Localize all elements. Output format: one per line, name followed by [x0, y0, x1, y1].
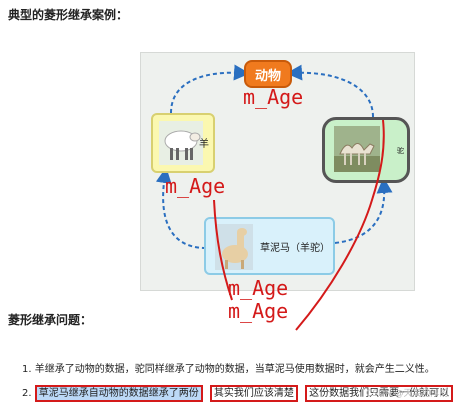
highlight-segment-3: 这份数据我们只需要一份就可以	[305, 385, 454, 402]
arrow-sheep-to-animal	[170, 64, 250, 114]
sheep-node: 羊	[151, 113, 215, 173]
example-heading: 典型的菱形继承案例：	[8, 8, 129, 22]
list-item-2-number: 2.	[22, 388, 32, 399]
sheep-label: 羊	[199, 139, 209, 150]
list-item-1: 1. 羊继承了动物的数据，驼同样继承了动物的数据，当草泥马使用数据时，就会产生二…	[22, 364, 435, 375]
alpaca-label: 草泥马（羊驼）	[260, 243, 330, 254]
alpaca-image	[215, 224, 253, 270]
animal-node: 动物	[244, 60, 292, 88]
camel-label: 驼	[397, 147, 404, 155]
alpaca-node: 草泥马（羊驼）	[204, 217, 335, 275]
camel-image	[334, 126, 380, 172]
highlight-segment-1: 草泥马继承自动物的数据继承了两份	[34, 385, 203, 402]
arrow-camel-to-animal	[286, 64, 374, 118]
watermark: CSDN @天高地厚的	[366, 389, 449, 399]
annotation-m-age-sheep: m_Age	[165, 174, 226, 198]
annotation-m-age-animal: m_Age	[243, 85, 304, 109]
annotation-m-age-alpaca-2: m_Age	[228, 299, 289, 323]
animal-label: 动物	[254, 68, 281, 84]
camel-node: 驼	[322, 117, 410, 183]
problem-heading: 菱形继承问题：	[8, 313, 93, 327]
highlight-segment-2: 其实我们应该清楚	[209, 385, 298, 402]
sheep-image	[159, 121, 203, 165]
annotation-m-age-alpaca-1: m_Age	[228, 276, 289, 300]
list-item-2: 2. 草泥马继承自动物的数据继承了两份 其实我们应该清楚 这份数据我们只需要一份…	[22, 384, 457, 402]
arrow-alpaca-to-camel	[334, 177, 393, 244]
